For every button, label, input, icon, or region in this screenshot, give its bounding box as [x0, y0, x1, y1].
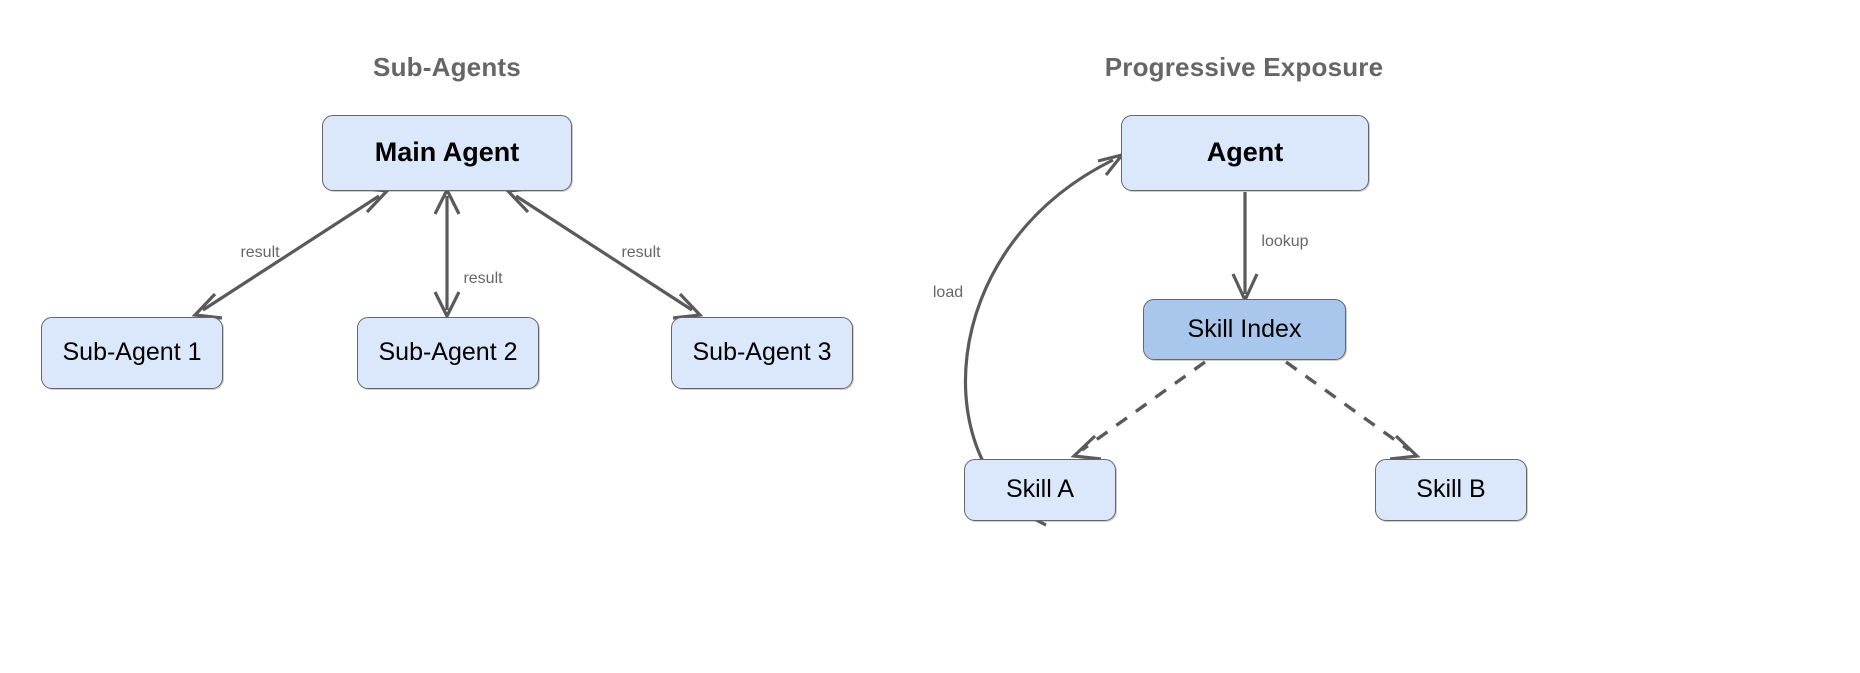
panel-title-sub-agents: Sub-Agents — [373, 52, 521, 82]
edge-label-result-sub-agent-2: result — [463, 270, 503, 287]
node-sub-agent-3[interactable]: Sub-Agent 3 — [671, 317, 853, 389]
edge-label-result-sub-agent-3: result — [621, 244, 661, 261]
edge-label-result-sub-agent-1: result — [240, 244, 280, 261]
edge-agent-to-skill-index — [1231, 192, 1259, 304]
edge-label-lookup: lookup — [1261, 233, 1309, 250]
node-main-agent[interactable]: Main Agent — [322, 115, 572, 191]
edge-main-to-sub-agent-2 — [433, 186, 461, 320]
edge-skill-index-to-skill-b — [1285, 360, 1421, 461]
node-agent[interactable]: Agent — [1121, 115, 1369, 191]
edge-main-to-sub-agent-3 — [504, 186, 704, 320]
node-sub-agent-1[interactable]: Sub-Agent 1 — [41, 317, 223, 389]
panel-title-progressive-exposure: Progressive Exposure — [1104, 52, 1384, 82]
edge-skill-index-to-skill-a — [1070, 360, 1206, 461]
node-skill-b[interactable]: Skill B — [1375, 459, 1527, 521]
edge-main-to-sub-agent-1 — [191, 186, 391, 320]
node-skill-a[interactable]: Skill A — [964, 459, 1116, 521]
node-skill-index[interactable]: Skill Index — [1143, 299, 1346, 360]
node-sub-agent-2[interactable]: Sub-Agent 2 — [357, 317, 539, 389]
edge-label-load: load — [932, 284, 964, 301]
